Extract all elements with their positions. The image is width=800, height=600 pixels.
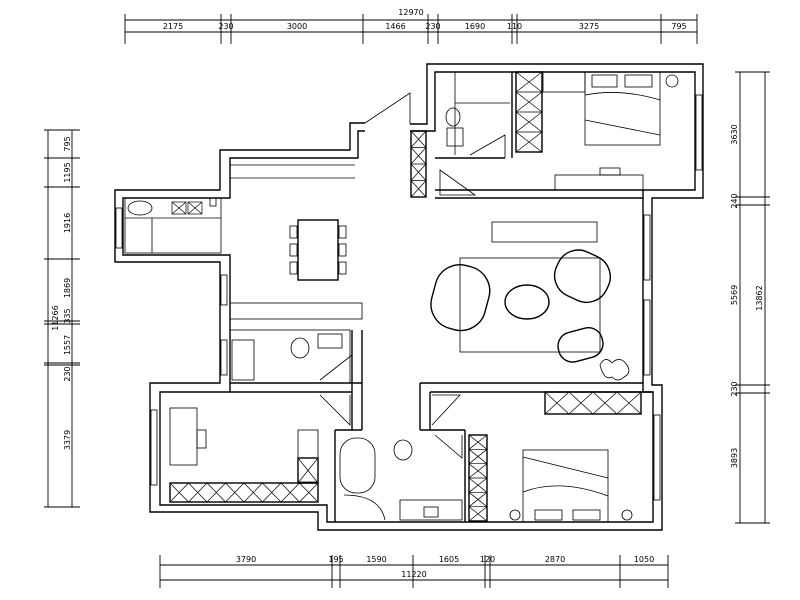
bed-icon: [522, 449, 609, 523]
exterior-walls: [114, 63, 704, 531]
dimension-label: 795: [671, 22, 686, 31]
windows: [115, 94, 703, 501]
lamp-icon: [665, 74, 679, 88]
dimension-label: 3379: [63, 430, 72, 450]
dimension-label: 3275: [579, 22, 599, 31]
armchair-right: [553, 249, 611, 304]
stove-icon: [171, 201, 203, 215]
toilet-icon: [393, 439, 413, 461]
bottom-dimension-line: 11220 3790 195 1590 1605 120 2870 1050: [159, 555, 669, 588]
dimension-label: 1590: [366, 555, 386, 564]
bottom-total-dimension: 11220: [401, 570, 426, 579]
coffee-table: [504, 284, 550, 320]
rug: [459, 257, 601, 353]
top-total-dimension: 12970: [398, 8, 423, 17]
dimension-label: 795: [63, 136, 72, 151]
desk: [169, 407, 198, 466]
dimension-label: 3630: [730, 124, 739, 144]
dimension-label: 2175: [163, 22, 183, 31]
kitchen: [124, 197, 222, 254]
toilet-icon: [445, 107, 461, 127]
armchair-left: [430, 264, 491, 332]
dimension-label: 1557: [63, 335, 72, 355]
dimension-label: 230: [63, 366, 72, 381]
wardrobe: [169, 482, 319, 503]
wardrobe: [544, 391, 642, 415]
chair: [196, 429, 207, 449]
right-dimension-line: 13862 3630 240 5569 230 3893: [730, 71, 770, 524]
sink-icon: [127, 200, 153, 216]
bathroom-door: [469, 134, 506, 158]
dimension-label: 230: [218, 22, 233, 31]
dimension-label: 335: [63, 308, 72, 323]
master-door: [431, 394, 461, 426]
dimension-label: 1690: [465, 22, 485, 31]
dining-table: [289, 219, 347, 281]
top-bathroom: [445, 72, 510, 155]
bedroom-top: [542, 71, 679, 191]
plant-icon: [599, 359, 630, 381]
entrance-door: [364, 92, 411, 124]
bathtub-icon: [339, 437, 376, 494]
wardrobes: [169, 71, 642, 522]
master-bath-door: [434, 434, 463, 459]
bedroom-door: [439, 169, 477, 196]
toilet-icon: [290, 337, 310, 359]
lamp-icon: [621, 509, 633, 521]
dimension-label: 230: [425, 22, 440, 31]
left-total-dimension: 11266: [51, 305, 60, 330]
dimension-label: 230: [730, 381, 739, 396]
left-dimension-line: 11266 795 1195 1916 1869 335 1557 230 3379: [44, 129, 80, 508]
living-room: [430, 221, 630, 381]
right-total-dimension: 13862: [755, 285, 764, 310]
dimension-label: 195: [328, 555, 343, 564]
master-bathroom: [339, 437, 463, 521]
dimension-label: 240: [730, 193, 739, 208]
wc: [231, 333, 343, 381]
dimension-label: 1466: [385, 22, 405, 31]
lamp-icon: [509, 509, 521, 521]
study: [169, 407, 319, 483]
bed-icon: [584, 71, 661, 146]
doors: [319, 92, 506, 459]
basin-icon: [317, 333, 343, 349]
dimension-label: 1605: [439, 555, 459, 564]
interior-walls: [229, 72, 653, 522]
dimension-label: 120: [480, 555, 495, 564]
tv-console: [491, 221, 598, 243]
bedroom-bottom: [509, 449, 633, 523]
top-dimension-line: 12970 2175 230 3000 1466 230 1690 110 3275 795: [124, 8, 698, 44]
dimension-label: 5569: [730, 285, 739, 305]
dimension-label: 2870: [545, 555, 565, 564]
dimension-label: 110: [507, 22, 522, 31]
study-door: [319, 394, 351, 426]
dimension-label: 3000: [287, 22, 307, 31]
dimension-label: 1916: [63, 213, 72, 233]
wc-door: [319, 354, 353, 383]
basin-icon: [423, 506, 439, 518]
dimension-label: 1195: [63, 162, 72, 182]
dimension-label: 3893: [730, 448, 739, 468]
dimension-label: 1050: [634, 555, 654, 564]
side-chair: [557, 327, 604, 363]
dimension-label: 3790: [236, 555, 256, 564]
dimension-label: 1869: [63, 278, 72, 298]
